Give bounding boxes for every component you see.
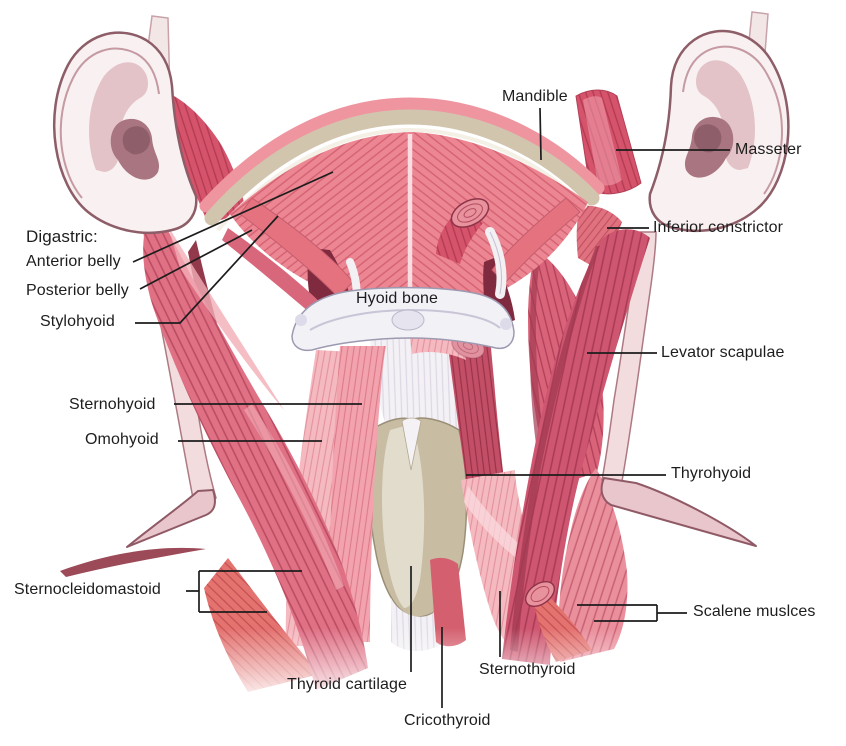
- scalene-muscle-bundle: [558, 468, 628, 662]
- leader-sternocleidomastoid-bracket: [186, 570, 302, 613]
- hyoid-bone-shape: [291, 286, 515, 352]
- label-stylohyoid: Stylohyoid: [40, 313, 115, 330]
- leader-lines: [132, 107, 730, 708]
- leader-anterior-belly: [132, 171, 334, 263]
- leader-posterior-belly: [139, 229, 253, 290]
- label-digastric-heading: Digastric:: [26, 227, 98, 246]
- right-ear: [648, 11, 790, 232]
- left-ear: [52, 15, 198, 234]
- label-levator-scapulae: Levator scapulae: [661, 344, 785, 361]
- mylohyoid-muscle: [230, 132, 588, 312]
- right-neck-skin: [600, 231, 757, 547]
- sternohyoid-muscle: [330, 346, 386, 642]
- leader-mandible: [539, 107, 542, 161]
- bottom-fade: [0, 628, 846, 746]
- label-omohyoid: Omohyoid: [85, 431, 159, 448]
- label-mandible: Mandible: [502, 88, 568, 105]
- label-hyoid-bone: Hyoid bone: [356, 290, 438, 307]
- leader-stylohyoid: [135, 215, 279, 324]
- sternocleidomastoid-right: [502, 229, 650, 665]
- label-cricothyroid: Cricothyroid: [404, 712, 491, 729]
- cricothyroid-muscle: [430, 557, 466, 647]
- label-inferior-constrictor: Inferior constrictor: [653, 219, 784, 236]
- label-digastric-posterior-belly: Posterior belly: [26, 282, 129, 299]
- inferior-constrictor-muscle: [576, 205, 622, 266]
- label-digastric-anterior-belly: Anterior belly: [26, 253, 121, 270]
- digastric-posterior-cut-stump: [436, 198, 490, 264]
- label-masseter: Masseter: [735, 141, 802, 158]
- label-thyrohyoid: Thyrohyoid: [671, 465, 752, 482]
- label-sternothyroid: Sternothyroid: [479, 661, 576, 678]
- mandible-shape: [199, 97, 605, 232]
- label-thyroid-cartilage: Thyroid cartilage: [287, 676, 407, 693]
- stylohyoid-muscle: [222, 228, 326, 318]
- sternocleidomastoid-left: [143, 218, 368, 690]
- label-sternohyoid: Sternohyoid: [69, 396, 156, 413]
- label-sternocleidomastoid: Sternocleidomastoid: [14, 581, 161, 598]
- leader-scalene-bracket: [577, 604, 687, 622]
- label-scalene-muscles: Scalene muslces: [693, 603, 816, 620]
